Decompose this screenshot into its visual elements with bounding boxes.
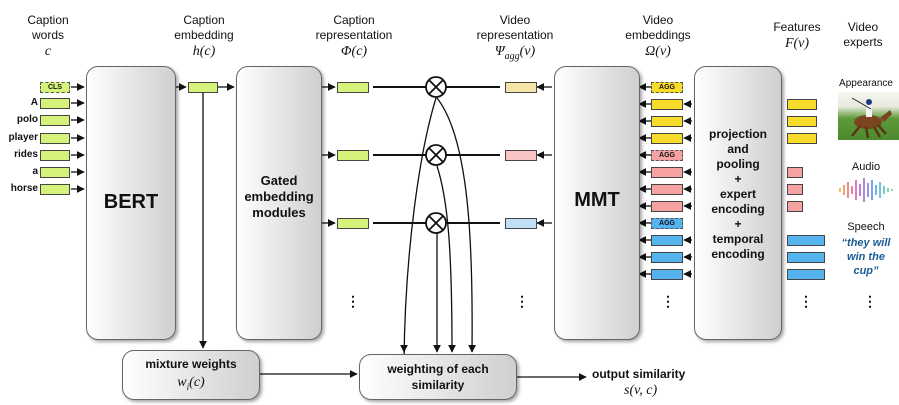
header-caption-embedding: Caption embedding h(c) [174, 13, 234, 59]
caption-embedding-token [188, 82, 218, 93]
audio-embedding [651, 167, 683, 178]
mmt-label: MMT [574, 189, 620, 211]
caption-rep-token-3 [337, 218, 369, 229]
word-token [40, 98, 70, 109]
cls-token: CLS [40, 82, 70, 93]
audio-feature [787, 184, 803, 195]
word-label-a: A [30, 97, 38, 108]
audio-waveform-icon [839, 178, 893, 202]
word-label-polo: polo [16, 114, 38, 125]
word-token [40, 150, 70, 161]
speech-feature [787, 235, 825, 246]
ellipsis-experts: ⋮ [863, 293, 877, 309]
gated-label: Gated embedding modules [244, 173, 314, 220]
speech-embedding [651, 252, 683, 263]
word-token [40, 167, 70, 178]
output-similarity-symbol: s(v, c) [624, 383, 658, 398]
multiply-node-2 [425, 144, 447, 166]
appearance-feature [787, 116, 817, 127]
video-rep-token-appearance [505, 82, 537, 93]
header-video-embeddings: Video embeddings Ω(v) [625, 13, 691, 59]
agg-token-speech: AGG [651, 218, 683, 229]
mmt-module: MMT [554, 66, 640, 340]
header-features: Features F(v) [773, 20, 821, 51]
curve-sim1b-to-weighting [436, 97, 476, 353]
speech-feature [787, 269, 825, 280]
header-caption-representation: Caption representation Φ(c) [315, 13, 393, 59]
word-label-rides: rides [14, 149, 38, 160]
appearance-embedding [651, 116, 683, 127]
appearance-embedding [651, 99, 683, 110]
speech-feature [787, 252, 825, 263]
word-token [40, 184, 70, 195]
ellipsis-video-rep: ⋮ [515, 293, 529, 309]
agg-token-audio: AGG [651, 150, 683, 161]
speech-embedding [651, 269, 683, 280]
header-video-representation: Video representation Ψagg(v) [467, 13, 563, 65]
bert-label: BERT [103, 191, 159, 213]
audio-embedding [651, 201, 683, 212]
audio-feature [787, 167, 803, 178]
caption-rep-token-2 [337, 150, 369, 161]
appearance-feature [787, 133, 817, 144]
multiply-node-1 [425, 76, 447, 98]
ellipsis-features: ⋮ [799, 293, 813, 309]
multiply-nodes [425, 76, 447, 234]
audio-feature [787, 201, 803, 212]
projection-pooling-encoding-module: projection and pooling + expert encoding… [694, 66, 782, 340]
mixture-weights-label: mixture weights [145, 357, 237, 371]
audio-expert-label: Audio [851, 161, 881, 173]
output-similarity: output similarity [592, 367, 686, 381]
word-token [40, 133, 70, 144]
multiply-node-3 [425, 212, 447, 234]
curve-sim2-to-weighting [436, 165, 456, 353]
appearance-image [838, 92, 899, 140]
weighting-similarity-module: weighting of each similarity [359, 354, 517, 400]
appearance-embedding [651, 133, 683, 144]
speech-embedding [651, 235, 683, 246]
psi-agg-symbol: Ψagg(v) [494, 44, 536, 62]
ellipsis-caption-rep: ⋮ [346, 293, 360, 309]
curve-sim1-to-weighting [403, 97, 437, 363]
projection-label: projection and pooling + expert encoding… [708, 127, 767, 261]
speech-quote: “they will win the cup” [841, 237, 891, 277]
gated-embedding-module: Gated embedding modules [236, 66, 322, 340]
mixture-weights-module: mixture weights wi(c) [122, 350, 260, 400]
header-video-experts: Video experts [843, 20, 883, 49]
appearance-expert-label: Appearance [839, 78, 893, 89]
agg-token-appearance: AGG [651, 82, 683, 93]
header-caption-words: Caption words c [27, 13, 69, 59]
ellipsis-video-embeddings: ⋮ [661, 293, 675, 309]
word-token [40, 115, 70, 126]
audio-embedding [651, 184, 683, 195]
video-rep-token-speech [505, 218, 537, 229]
bert-module: BERT [86, 66, 176, 340]
video-rep-token-audio [505, 150, 537, 161]
appearance-feature [787, 99, 817, 110]
word-label-a2: a [32, 166, 38, 177]
word-label-player: player [8, 132, 38, 143]
speech-expert-label: Speech [847, 221, 885, 233]
caption-rep-token-1 [337, 82, 369, 93]
word-label-horse: horse [10, 183, 38, 194]
weighting-label: weighting of each similarity [387, 362, 489, 392]
polo-horse-image [851, 97, 892, 139]
mixture-weights-symbol: wi(c) [177, 375, 205, 392]
